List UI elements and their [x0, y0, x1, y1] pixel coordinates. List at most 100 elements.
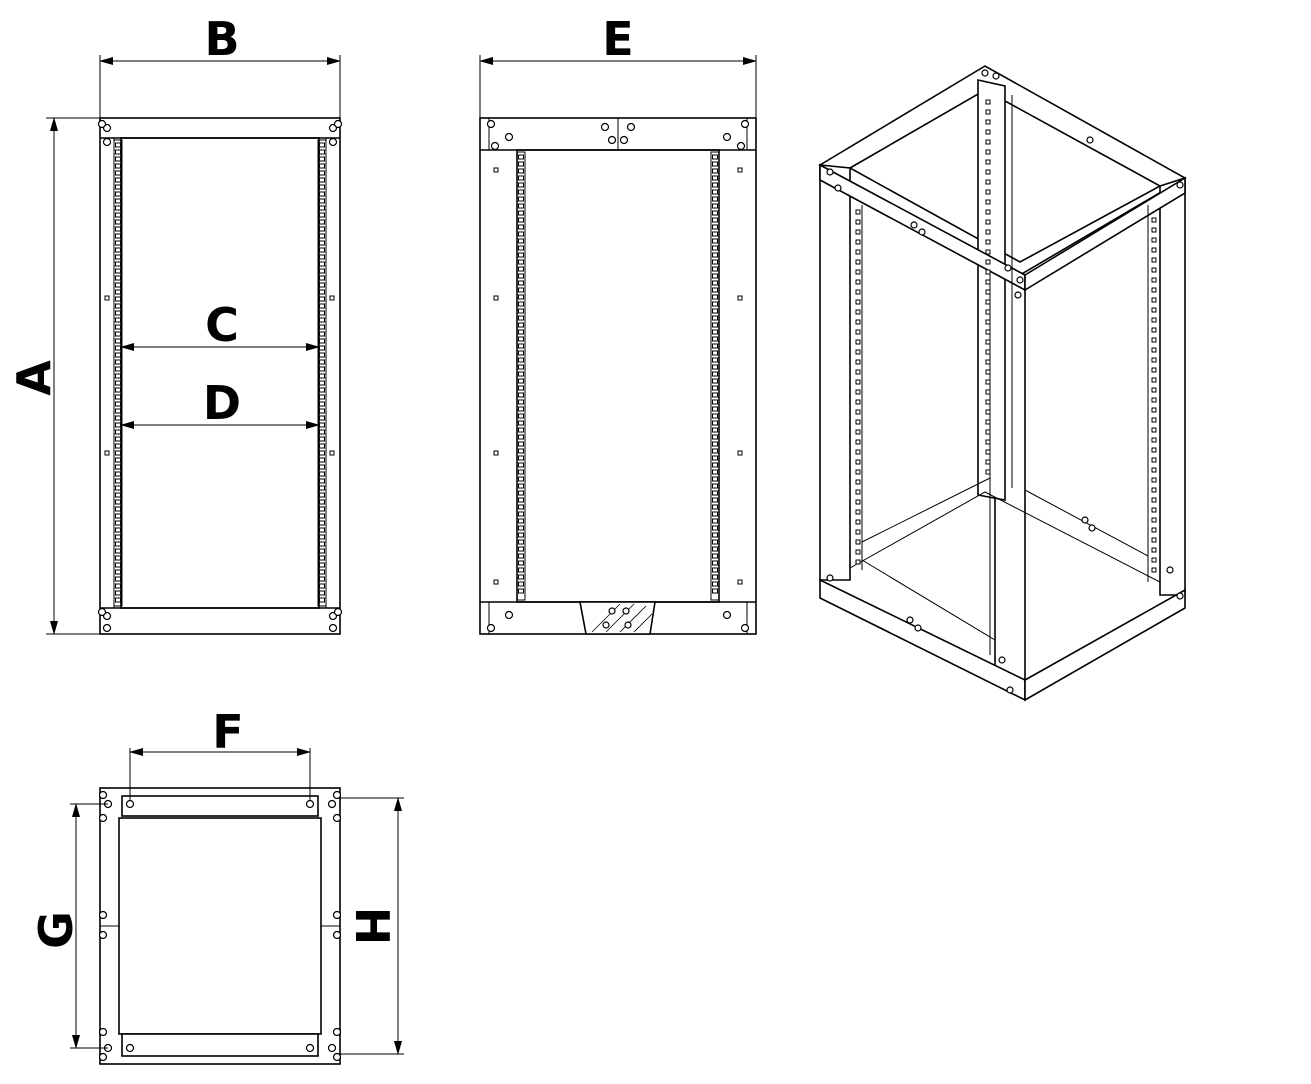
dimension-label-c: C	[205, 298, 239, 352]
dimension-label-h: H	[345, 907, 399, 946]
rail-hole	[1151, 337, 1157, 343]
bolt	[97, 607, 107, 617]
front-right-mounting-rail	[317, 139, 327, 607]
rail-hole	[712, 371, 718, 377]
rail-hole	[115, 303, 121, 309]
rail-hole	[518, 406, 524, 412]
rail-hole	[115, 471, 121, 477]
rail-hole	[1151, 267, 1157, 273]
rail-hole	[712, 574, 718, 580]
bolt	[504, 132, 514, 142]
rail-hole	[1151, 397, 1157, 403]
rail-hole	[1151, 367, 1157, 373]
rail-hole	[115, 184, 121, 190]
rail-hole	[855, 289, 861, 295]
rail-hole	[712, 427, 718, 433]
rail-hole	[518, 455, 524, 461]
rail-hole	[115, 289, 121, 295]
bolt	[1081, 516, 1089, 524]
rail-hole	[319, 443, 325, 449]
rail-hole	[1151, 257, 1157, 263]
rail-hole	[115, 296, 121, 302]
rail-hole	[855, 489, 861, 495]
rail-hole	[115, 541, 121, 547]
rail-hole	[319, 219, 325, 225]
top-opening	[118, 817, 322, 1035]
rail-hole	[319, 205, 325, 211]
rail-hole	[115, 345, 121, 351]
iso-beam-bottom-right	[1024, 588, 1186, 702]
bolt	[327, 799, 337, 809]
rail-hole	[1151, 287, 1157, 293]
bolt	[504, 610, 514, 620]
rail-hole	[319, 303, 325, 309]
rail-hole	[518, 217, 524, 223]
rail-hole	[985, 379, 991, 385]
rail-hole	[319, 520, 325, 526]
rail-hole	[115, 590, 121, 596]
rail-hole	[115, 485, 121, 491]
rail-hole	[1151, 377, 1157, 383]
rail-hole	[985, 139, 991, 145]
rail-hole	[1151, 537, 1157, 543]
rail-hole	[115, 198, 121, 204]
rail-hole	[985, 359, 991, 365]
bolt	[332, 813, 342, 823]
rail-hole	[319, 212, 325, 218]
rail-hole	[712, 476, 718, 482]
rail-hole	[115, 366, 121, 372]
rail-hole	[115, 429, 121, 435]
rail-hole	[985, 319, 991, 325]
rail-hole	[518, 469, 524, 475]
rail-hole	[855, 429, 861, 435]
bolt	[332, 910, 342, 920]
rail-hole	[855, 549, 861, 555]
rail-hole	[1151, 417, 1157, 423]
rail-hole	[518, 231, 524, 237]
rail-hole	[712, 434, 718, 440]
bolt	[125, 799, 135, 809]
bolt	[305, 799, 315, 809]
rail-hole	[115, 569, 121, 575]
bolt	[332, 930, 342, 940]
rail-hole	[855, 379, 861, 385]
rail-hole	[518, 392, 524, 398]
bolt	[328, 623, 338, 633]
rail-hole	[712, 217, 718, 223]
bolt	[332, 1052, 342, 1062]
rail-hole	[855, 329, 861, 335]
rail-hole	[712, 462, 718, 468]
bolt	[328, 137, 338, 147]
dimension-label-d: D	[203, 376, 241, 430]
rail-hole	[319, 156, 325, 162]
front-view: B A C D	[7, 12, 343, 635]
rail-hole	[712, 231, 718, 237]
rail-hole	[319, 541, 325, 547]
rail-hole	[518, 224, 524, 230]
bolt	[97, 119, 107, 129]
rail-hole	[712, 266, 718, 272]
rail-hole	[319, 163, 325, 169]
rail-hole	[115, 562, 121, 568]
rail-hole	[518, 518, 524, 524]
rail-hole	[115, 156, 121, 162]
rail-hole	[712, 518, 718, 524]
dimension-label-g: G	[29, 911, 83, 949]
rail-hole	[319, 485, 325, 491]
iso-bolts	[826, 69, 1184, 694]
rail-hole	[115, 233, 121, 239]
rail-hole	[115, 226, 121, 232]
front-left-mounting-rail	[113, 139, 123, 607]
rail-hole	[855, 419, 861, 425]
rail-hole	[518, 350, 524, 356]
bolt	[305, 1043, 315, 1053]
rail-hole	[855, 229, 861, 235]
bolt	[102, 137, 112, 147]
rail-hole	[115, 457, 121, 463]
bolt	[98, 910, 108, 920]
rail-strip	[710, 151, 720, 601]
bolt	[486, 623, 496, 633]
rail-hole	[115, 331, 121, 337]
bolt	[333, 607, 343, 617]
